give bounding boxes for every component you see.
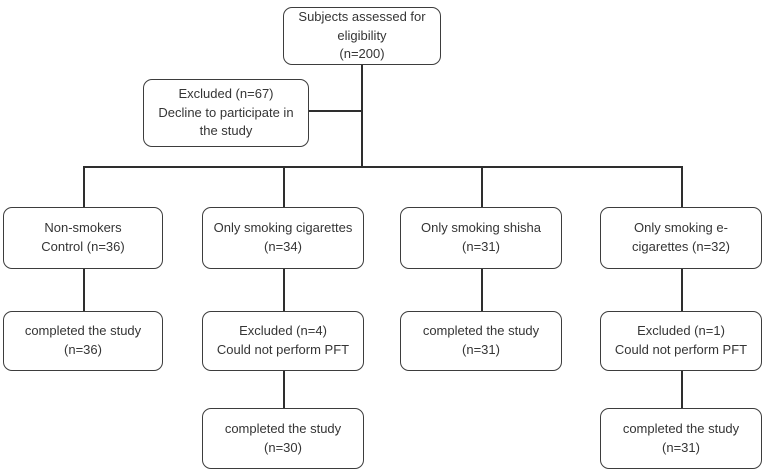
connector-nonsmokers-completed [83,269,85,312]
node-arm-shisha: Only smoking shisha (n=31) [400,207,562,269]
connector-drop-nonsmokers [83,166,85,208]
connector-drop-cigarettes [283,166,285,208]
connector-top-vertical [361,63,363,168]
connector-ecigarettes-completed [681,369,683,409]
connector-excluded-horizontal [308,110,363,112]
connector-ecigarettes-excluded [681,269,683,312]
node-completed-cigarettes: completed the study (n=30) [202,408,364,469]
node-arm-ecigarettes: Only smoking e- cigarettes (n=32) [600,207,762,269]
node-excluded-pft-ecigarettes: Excluded (n=1) Could not perform PFT [600,311,762,371]
node-excluded-pft-cigarettes: Excluded (n=4) Could not perform PFT [202,311,364,371]
connector-cigarettes-completed [283,369,285,409]
node-assessed-eligibility: Subjects assessed for eligibility (n=200… [283,7,441,65]
node-completed-nonsmokers: completed the study (n=36) [3,311,163,371]
connector-shisha-completed [481,269,483,312]
connector-cigarettes-excluded [283,269,285,312]
connector-branch-horizontal [83,166,683,168]
connector-drop-ecigarettes [681,166,683,208]
node-completed-ecigarettes: completed the study (n=31) [600,408,762,469]
node-arm-nonsmokers: Non-smokers Control (n=36) [3,207,163,269]
node-excluded-declined: Excluded (n=67) Decline to participate i… [143,79,309,147]
node-arm-cigarettes: Only smoking cigarettes (n=34) [202,207,364,269]
node-completed-shisha: completed the study (n=31) [400,311,562,371]
connector-drop-shisha [481,166,483,208]
